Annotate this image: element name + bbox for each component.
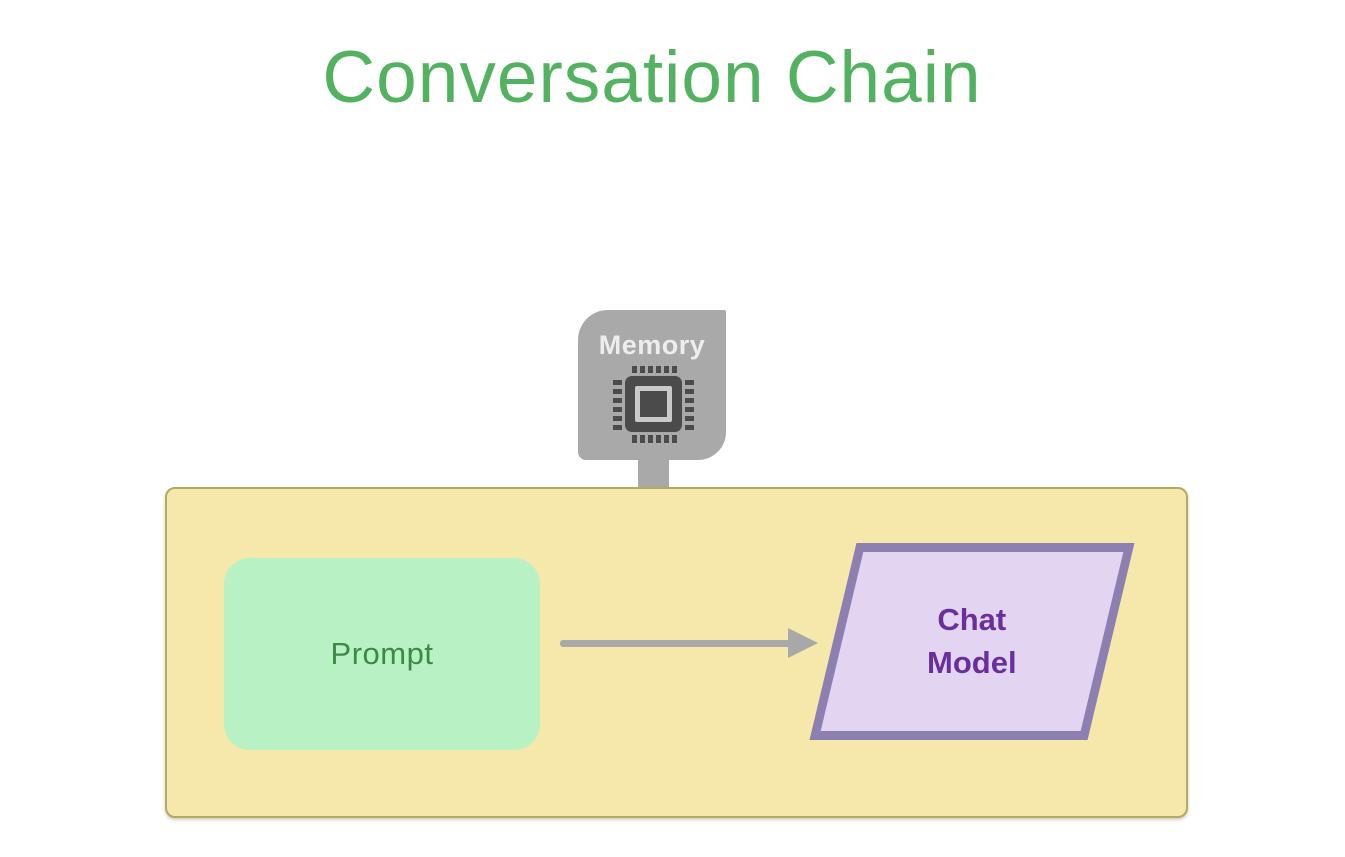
chip-pins-top — [632, 366, 677, 373]
diagram-title: Conversation Chain — [322, 37, 982, 118]
chip-die — [635, 386, 672, 422]
prompt-node: Prompt — [224, 558, 540, 750]
arrow-head-icon — [788, 628, 818, 658]
chip-pins-right — [685, 380, 694, 430]
chat-model-label: Chat Model — [927, 602, 1017, 681]
prompt-label: Prompt — [330, 636, 434, 671]
chip-pins-left — [613, 380, 622, 430]
chip-body — [625, 376, 682, 432]
chat-model-node: Chat Model — [809, 543, 1135, 740]
chip-pins-bottom — [632, 435, 677, 443]
cpu-chip-icon — [613, 366, 694, 443]
memory-label: Memory — [598, 330, 706, 360]
arrow-line — [560, 640, 790, 647]
memory-connector-stem — [638, 455, 669, 489]
